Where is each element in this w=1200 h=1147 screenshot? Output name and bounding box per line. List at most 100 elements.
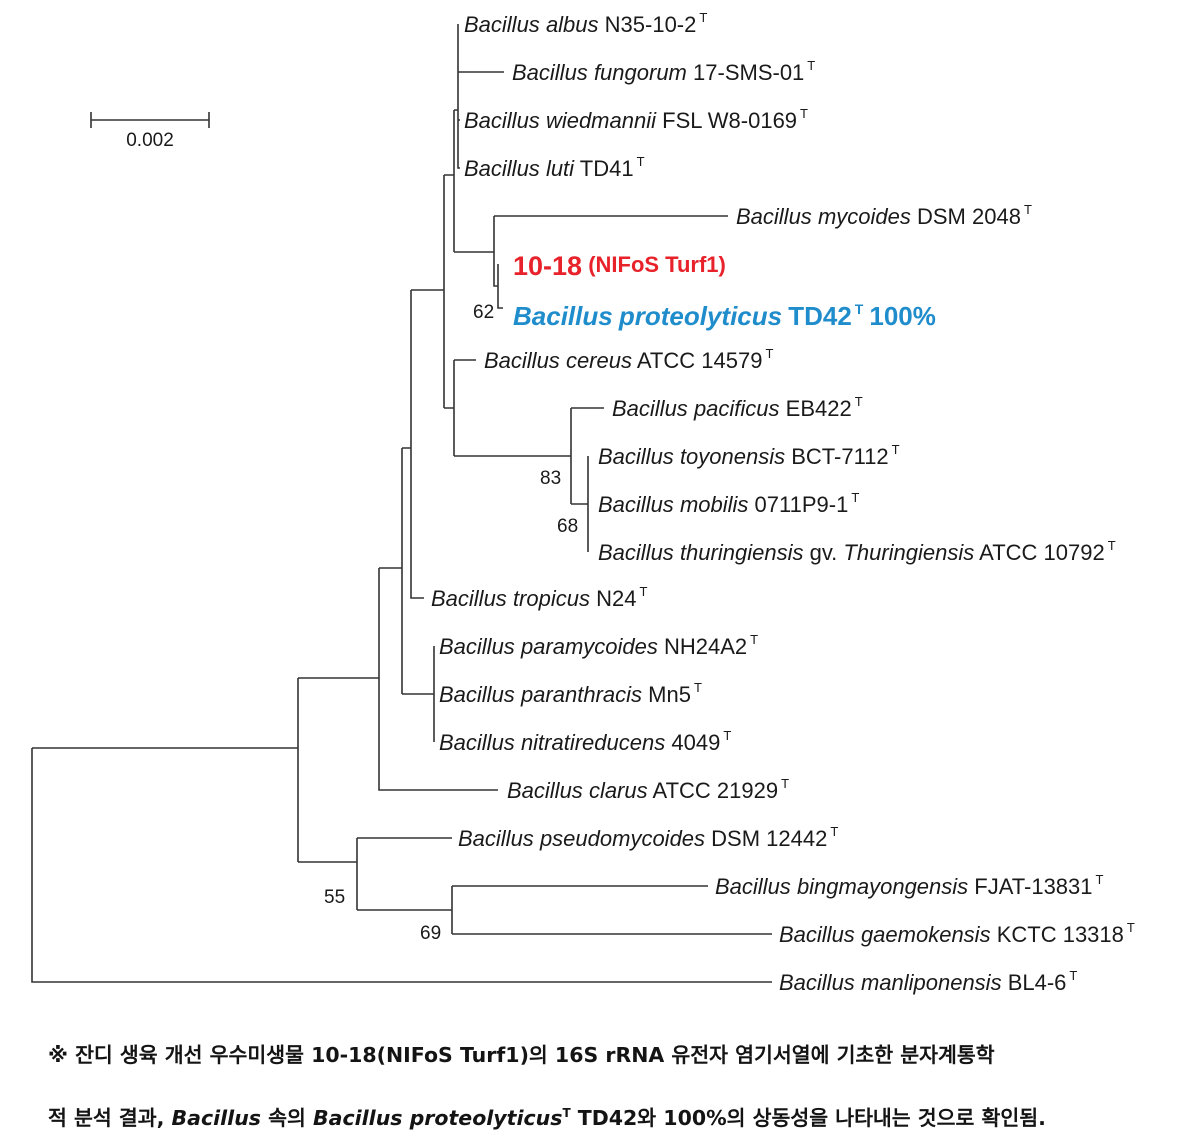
taxon-genus: Bacillus [439,682,515,707]
taxon-genus: Bacillus [464,12,540,37]
caption-text: 속의 [261,1105,313,1130]
taxon-epithet: toyonensis [680,444,785,469]
taxon-strain: FSL W8-0169 [662,108,797,133]
caption-text: 적 분석 결과, [48,1105,172,1130]
bootstrap-value: 69 [420,923,441,944]
taxon-strain: TD41 [580,156,634,181]
taxon-genus: Bacillus [507,778,583,803]
taxon-genus: Bacillus [779,970,855,995]
taxon-genus: Bacillus [458,826,534,851]
taxon-strain: FJAT-13831 [974,874,1092,899]
scale-bar-line [90,112,210,128]
taxon-genus: Bacillus [431,586,507,611]
taxon-epithet: proteolyticus [618,301,782,331]
taxon-epithet: luti [546,156,575,181]
type-strain-mark: T [1069,968,1077,983]
taxon-genus: Bacillus [779,922,855,947]
similarity-value: 100% [869,301,936,331]
bootstrap-value: 68 [557,516,578,537]
bootstrap-value: 83 [540,468,561,489]
figure-caption: ※ 잔디 생육 개선 우수미생물 10-18(NIFoS Turf1)의 16S… [48,1026,1188,1147]
branch-clade-n [357,885,772,935]
taxon-strain: BL4-6 [1008,970,1067,995]
taxon-genus: Bacillus [512,60,588,85]
taxon-strain: KCTC 13318 [997,922,1124,947]
isolate-code: 10-18 [513,251,582,281]
taxon-strain: EB422 [786,396,852,421]
taxon-epithet: tropicus [513,586,590,611]
caption-line-2: 적 분석 결과, Bacillus 속의 Bacillus proteolyti… [48,1084,1188,1147]
caption-genus: Bacillus [171,1105,262,1130]
taxon-epithet: nitratireducens [521,730,665,755]
taxon-genus: Bacillus [715,874,791,899]
taxon-epithet: gaemokensis [861,922,991,947]
taxon-epithet: fungorum [594,60,687,85]
taxon-strain: NH24A2 [664,634,747,659]
taxon-genus: Bacillus [736,204,812,229]
type-strain-mark: T [1096,872,1104,887]
taxon-label-toyonensis: Bacillus toyonensis BCT-7112 T [598,442,900,469]
caption-type-mark: T [562,1106,571,1120]
taxon-strain: TD42 [788,301,852,331]
type-strain-mark: T [699,10,707,25]
taxon-strain: N35-10-2 [605,12,697,37]
branch-root [31,748,772,983]
tree-branches [31,24,772,983]
type-strain-mark: T [694,680,702,695]
type-strain-mark: T [851,490,859,505]
branch-clade-j [454,407,604,504]
branch-clade-a [298,568,498,791]
branch-clade-g [454,215,728,287]
scale-bar: 0.002 [90,112,210,151]
taxon-epithet: paramycoides [520,634,658,659]
taxon-genus: Bacillus [598,444,674,469]
bootstrap-value: 62 [473,302,494,323]
bootstrap-values: 62 83 68 55 69 [324,302,578,944]
taxon-strain: Mn5 [648,682,691,707]
bootstrap-value: 55 [324,887,345,908]
branch-clade-f [454,24,504,169]
taxon-strain: BCT-7112 [791,444,888,469]
branch-clade-c [402,290,424,599]
taxon-epithet: albus [546,12,599,37]
taxon-label-thuringiensis: Bacillus thuringiensis gv. Thuringiensis… [598,538,1116,565]
isolate-label: 10-18 (NIFoS Turf1) [513,251,726,281]
taxon-genus: Bacillus [464,156,540,181]
type-strain-mark: T [892,442,900,457]
type-strain-mark: T [800,106,808,121]
taxon-epithet: wiedmannii [546,108,657,133]
taxon-label-bingmayongensis: Bacillus bingmayongensis FJAT-13831 T [715,872,1104,899]
taxon-epithet: manliponensis [861,970,1002,995]
taxon-strain: ATCC 10792 [979,540,1105,565]
taxon-epithet: pseudomycoides [539,826,705,851]
taxon-genus: Bacillus [464,108,540,133]
type-strain-mark: T [781,776,789,791]
taxon-epithet: bingmayongensis [797,874,968,899]
caption-text: TD42와 100%의 상동성을 나타내는 것으로 확인됨. [570,1105,1046,1130]
taxon-strain: 0711P9-1 [755,492,849,517]
type-strain-mark: T [637,154,645,169]
type-strain-mark: T [830,824,838,839]
taxon-epithet: paranthracis [520,682,642,707]
type-strain-mark: T [765,346,773,361]
taxon-genus: Bacillus [439,730,515,755]
scale-bar-label: 0.002 [126,130,174,151]
branch-clade-d [411,175,445,408]
taxon-genus: Bacillus [598,492,674,517]
taxon-genus: Bacillus [484,348,560,373]
branch-clade-m [298,837,452,910]
